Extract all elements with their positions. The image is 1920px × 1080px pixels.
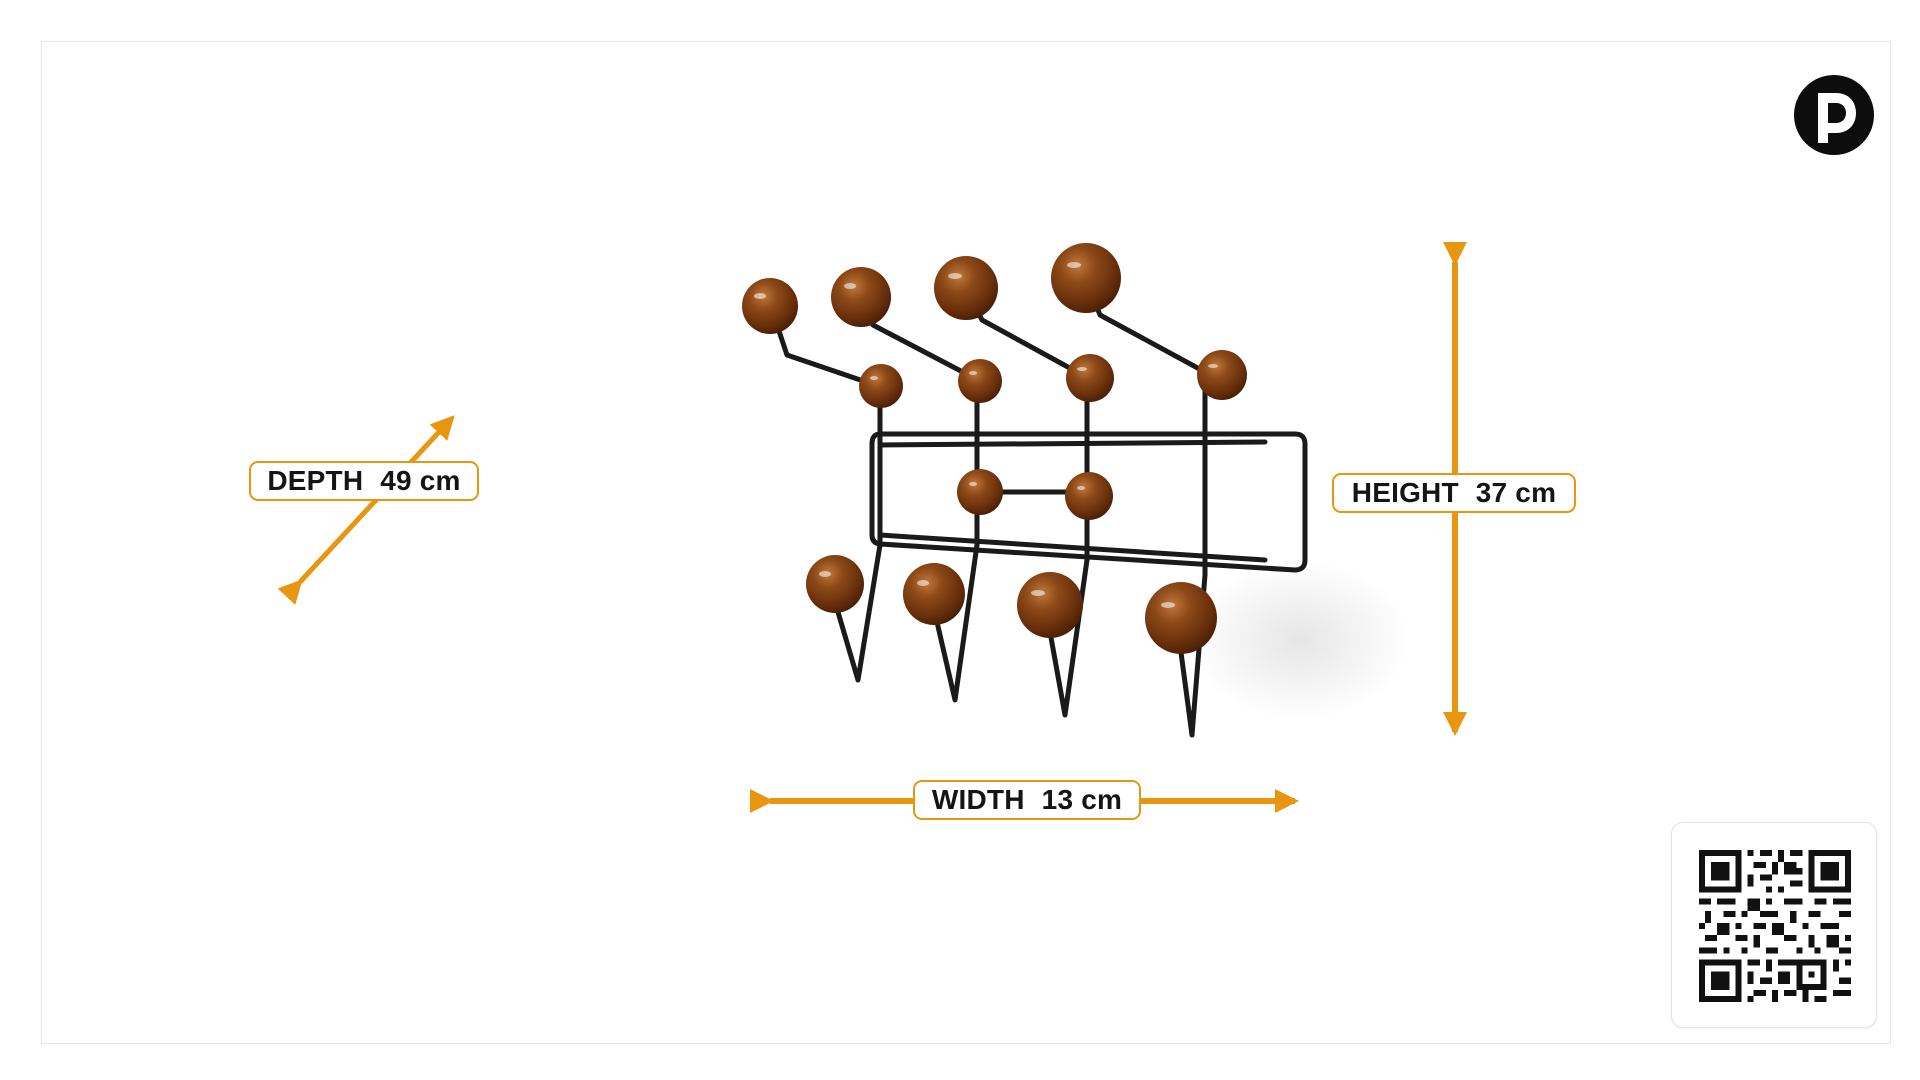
- depth-label: DEPTH 49 cm: [249, 461, 479, 501]
- ball: [1017, 572, 1083, 638]
- ball: [957, 469, 1003, 515]
- wooden-balls: [742, 243, 1247, 654]
- ball: [859, 364, 903, 408]
- ball: [934, 256, 998, 320]
- ball: [1145, 582, 1217, 654]
- height-name: HEIGHT: [1351, 477, 1459, 508]
- ball: [1197, 350, 1247, 400]
- height-label: HEIGHT 37 cm: [1332, 473, 1576, 513]
- qr-code-icon: [1699, 850, 1851, 1002]
- ball: [903, 563, 965, 625]
- depth-name: DEPTH: [267, 465, 364, 496]
- ball: [1066, 354, 1114, 402]
- ball: [806, 555, 864, 613]
- ball: [1065, 472, 1113, 520]
- ball: [831, 267, 891, 327]
- brand-logo-icon: [1794, 75, 1874, 155]
- depth-value: 49 cm: [380, 465, 461, 496]
- qr-code-card[interactable]: [1671, 822, 1877, 1028]
- ball: [1051, 243, 1121, 313]
- width-label: WIDTH 13 cm: [913, 780, 1141, 820]
- width-name: WIDTH: [931, 784, 1025, 815]
- ball: [958, 359, 1002, 403]
- width-value: 13 cm: [1041, 784, 1123, 815]
- ball: [742, 278, 798, 334]
- height-value: 37 cm: [1475, 477, 1557, 508]
